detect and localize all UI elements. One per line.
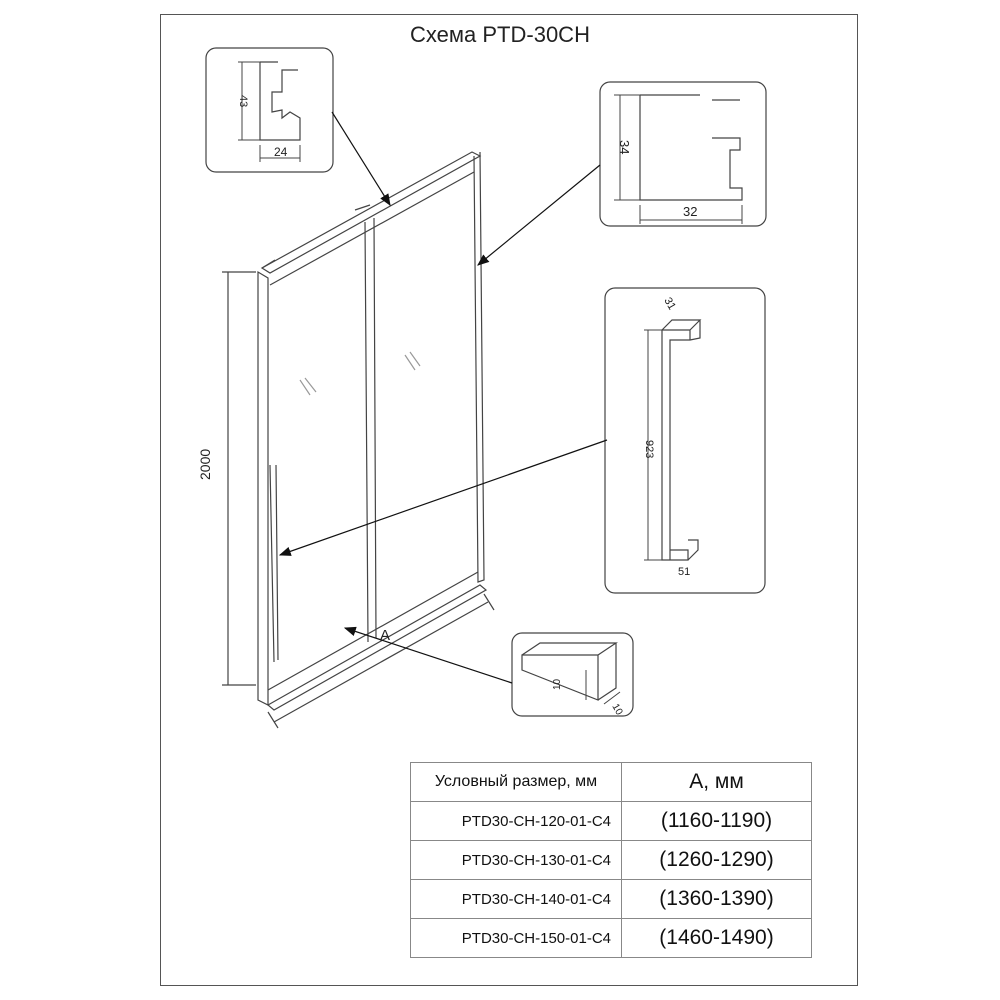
page-title: Схема PTD-30CH <box>410 22 590 47</box>
height-dimension <box>222 271 256 686</box>
callout-side-profile <box>599 81 767 227</box>
dim-2000: 2000 <box>197 449 213 480</box>
dim-10-depth: 10 <box>609 702 624 718</box>
size-table: Условный размер, мм A, мм PTD30-CH-120-0… <box>410 762 812 958</box>
callout-stopper <box>511 632 634 717</box>
table-header-row: Условный размер, мм A, мм <box>410 762 812 802</box>
model-cell: PTD30-CH-150-01-C4 <box>410 918 622 958</box>
dim-24: 24 <box>274 145 288 159</box>
dim-31: 31 <box>661 296 678 313</box>
range-cell: (1360-1390) <box>621 879 812 919</box>
shower-door <box>257 151 488 711</box>
table-row: PTD30-CH-140-01-C4(1360-1390) <box>410 879 812 919</box>
dim-A: A <box>380 627 390 644</box>
dim-51: 51 <box>678 566 690 578</box>
header-nominal-size: Условный размер, мм <box>410 762 622 802</box>
dim-43: 43 <box>237 95 249 107</box>
dim-923: 923 <box>643 440 655 458</box>
width-dimension <box>267 593 495 729</box>
dim-34: 34 <box>617 140 632 154</box>
model-cell: PTD30-CH-120-01-C4 <box>410 801 622 841</box>
callout-handle <box>604 287 766 594</box>
range-cell: (1260-1290) <box>621 840 812 880</box>
dim-10-height: 10 <box>552 678 563 690</box>
table-row: PTD30-CH-120-01-C4(1160-1190) <box>410 801 812 841</box>
model-cell: PTD30-CH-140-01-C4 <box>410 879 622 919</box>
drawing-sheet-border <box>160 14 858 986</box>
callout-top-profile <box>205 47 334 173</box>
model-cell: PTD30-CH-130-01-C4 <box>410 840 622 880</box>
table-row: PTD30-CH-130-01-C4(1260-1290) <box>410 840 812 880</box>
range-cell: (1160-1190) <box>621 801 812 841</box>
table-row: PTD30-CH-150-01-C4(1460-1490) <box>410 918 812 958</box>
header-a: A, мм <box>621 762 812 802</box>
range-cell: (1460-1490) <box>621 918 812 958</box>
dim-32: 32 <box>683 204 697 219</box>
